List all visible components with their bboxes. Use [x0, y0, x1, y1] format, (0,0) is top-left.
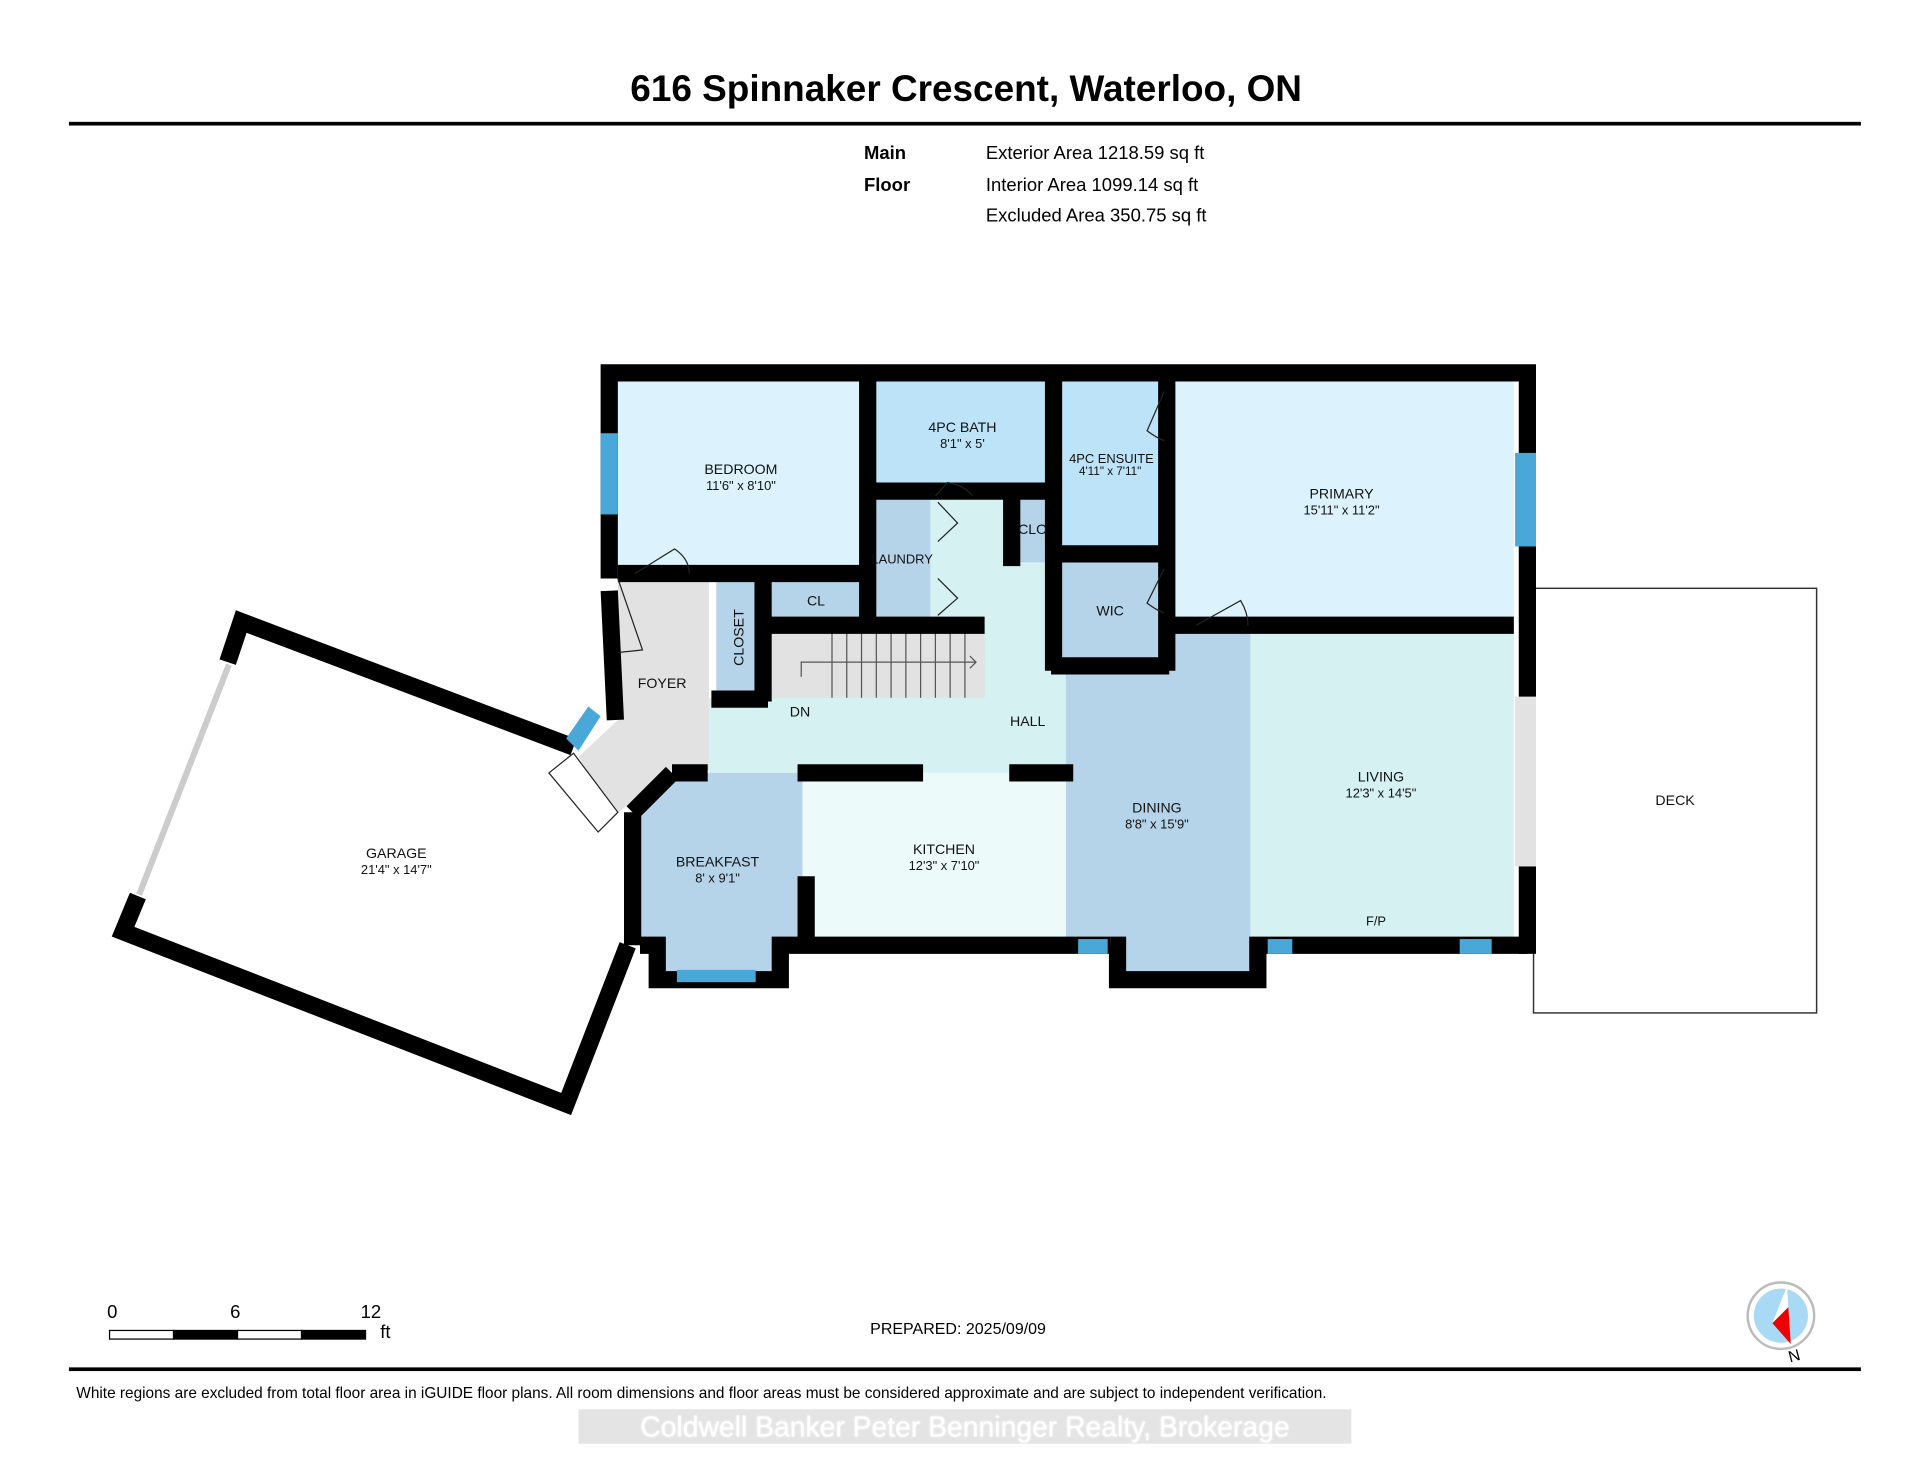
room-name-living: LIVING [1358, 769, 1404, 785]
room-name-hall: HALL [1010, 713, 1046, 729]
laundry-area [873, 495, 931, 622]
scale-unit: ft [380, 1321, 391, 1343]
room-dims-bath: 8'1" x 5' [940, 436, 985, 451]
room-name-ensuite: 4PC ENSUITE [1069, 451, 1154, 466]
fireplace-label: F/P [1366, 914, 1386, 929]
kitchen-area [802, 772, 1066, 942]
wic-area [1058, 559, 1165, 665]
footer-divider [68, 1367, 1861, 1372]
room-name-primary: PRIMARY [1309, 485, 1374, 501]
breakfast-area [632, 772, 803, 973]
room-dims-kitchen: 12'3" x 7'10" [909, 858, 980, 873]
floor-label: Main Floor [863, 142, 911, 196]
scale-label-0: 0 [107, 1302, 118, 1324]
room-name-breakfast: BREAKFAST [676, 853, 760, 869]
primary-area [1169, 381, 1514, 620]
room-name-clo: CLO [1018, 521, 1047, 537]
room-name-wic: WIC [1096, 602, 1124, 618]
ensuite-area [1058, 381, 1165, 549]
windows [566, 433, 1536, 983]
room-name-foyer: FOYER [638, 675, 687, 691]
living-area [1250, 630, 1514, 942]
room-dims-bedroom: 11'6" x 8'10" [706, 478, 776, 493]
room-name-bath: 4PC BATH [928, 419, 996, 435]
dining-area [1065, 630, 1251, 973]
garage-area [123, 621, 628, 1104]
compass-icon [1746, 1281, 1816, 1351]
room-name-dining: DINING [1132, 799, 1182, 815]
deck-area [1532, 587, 1818, 1014]
door-swings[interactable] [548, 391, 1249, 833]
scale-label-12: 12 [360, 1302, 382, 1324]
foyer-area [578, 578, 709, 815]
brokerage-watermark: Coldwell Banker Peter Benninger Realty, … [578, 1409, 1352, 1444]
prepared-date: PREPARED: 2025/09/09 [870, 1319, 1046, 1338]
room-dims-breakfast: 8' x 9'1" [695, 870, 740, 885]
stairs [767, 630, 985, 698]
room-name-deck: DECK [1655, 792, 1695, 808]
closet-area [716, 578, 761, 696]
room-name-kitchen: KITCHEN [913, 841, 975, 857]
walls [600, 364, 1536, 989]
disclaimer: White regions are excluded from total fl… [76, 1384, 1327, 1402]
garage-walls [111, 610, 636, 1116]
bath-area [873, 381, 1049, 488]
room-dims-dining: 8'8" x 15'9" [1125, 816, 1189, 831]
room-name-garage: GARAGE [366, 845, 427, 861]
exterior-area: Exterior Area 1218.59 sq ft [985, 142, 1205, 164]
interior-area: Interior Area 1099.14 sq ft [985, 174, 1199, 196]
patio-door[interactable] [1515, 696, 1536, 867]
room-dims-living: 12'3" x 14'5" [1346, 786, 1417, 801]
clo-area [1016, 495, 1049, 563]
stairs-down-label: DN [790, 703, 810, 719]
room-name-laundry: LAUNDRY [871, 552, 933, 567]
cl-area [767, 578, 864, 622]
excluded-area: Excluded Area 350.75 sq ft [985, 205, 1207, 227]
room-dims-garage: 21'4" x 14'7" [361, 862, 432, 877]
page-title: 616 Spinnaker Crescent, Waterloo, ON [630, 68, 1302, 110]
room-dims-primary: 15'11" x 11'2" [1304, 502, 1380, 517]
room-name-closet: CLOSET [730, 609, 746, 666]
room-dims-ensuite: 4'11" x 7'11" [1079, 465, 1141, 478]
scale-bar [108, 1329, 367, 1340]
room-name-cl: CL [807, 593, 825, 609]
scale-label-6: 6 [230, 1302, 241, 1324]
header-divider [68, 121, 1861, 126]
bedroom-area [617, 381, 862, 574]
room-name-bedroom: BEDROOM [704, 461, 777, 477]
